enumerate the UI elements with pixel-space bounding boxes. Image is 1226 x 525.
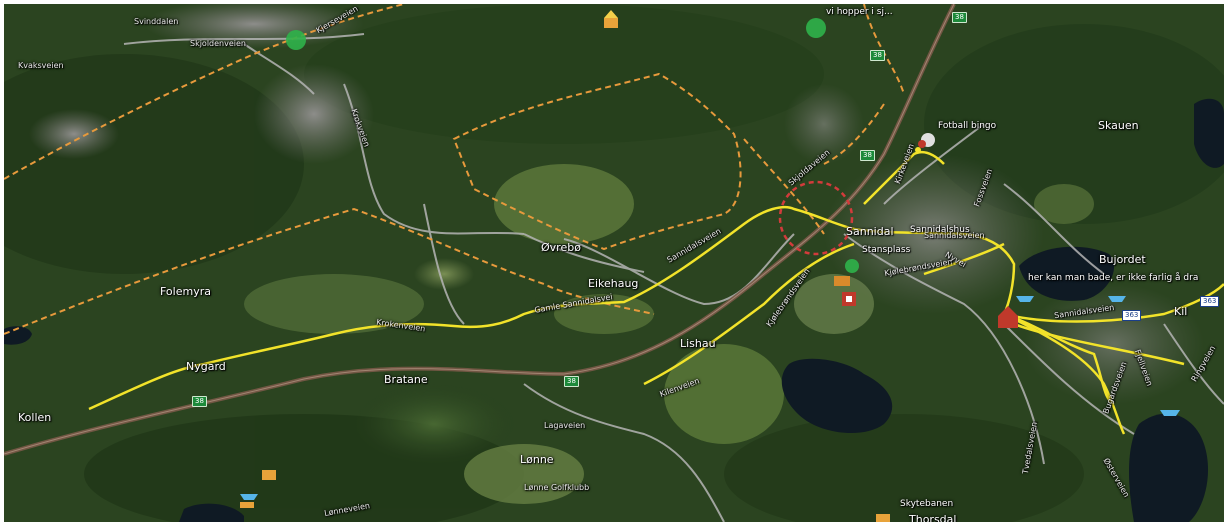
label-fotball-bingo: Fotball bingo — [938, 121, 997, 131]
road-sannidalsveien-east: Sannidalsveien — [924, 231, 985, 240]
label-eikehaug: Eikehaug — [588, 277, 639, 290]
water-ne — [1194, 98, 1224, 168]
label-sannidal-hus: Sannidalshus — [910, 225, 970, 235]
roads — [123, 33, 1224, 522]
road-kvaksveien: Kvaksveien — [18, 61, 64, 70]
forest-texture — [4, 4, 1224, 522]
label-her-kan-man-bade: her kan man bade, er ikke farlig å dra — [1028, 273, 1199, 283]
fields — [244, 164, 1094, 504]
route-shield-38: 38 — [564, 376, 579, 387]
route-shield-363: 363 — [1200, 296, 1220, 307]
house-icon-2[interactable] — [998, 306, 1018, 328]
route-shield-38: 38 — [860, 150, 875, 161]
route-shield-38: 38 — [870, 50, 885, 61]
boat-icon-3[interactable] — [1160, 410, 1180, 416]
yellow-paths — [88, 150, 1224, 435]
tent-icon[interactable] — [604, 10, 618, 28]
football-icon[interactable] — [918, 133, 935, 148]
boat-icon-2[interactable] — [1108, 296, 1126, 302]
label-nygard: Nygard — [186, 360, 226, 373]
label-bujordet: Bujordet — [1099, 253, 1146, 266]
red-dashed-circle[interactable] — [778, 180, 854, 256]
label-stansplass: Stansplass — [862, 245, 911, 255]
road-lagaveien: Lagaveien — [544, 421, 586, 430]
lake-bujordet — [1019, 246, 1115, 301]
dot-marker[interactable] — [915, 147, 921, 153]
tent-icon-3[interactable] — [876, 514, 890, 522]
water-west — [4, 326, 32, 345]
label-kollen: Kollen — [18, 411, 52, 424]
route-shield-38: 38 — [192, 396, 207, 407]
label-ovrebo: Øvrebø — [541, 241, 581, 254]
label-thorsdal: Thorsdal — [909, 513, 957, 522]
boat-icon[interactable] — [1016, 296, 1034, 302]
green-dot-marker-2[interactable] — [806, 18, 826, 38]
label-skauen: Skauen — [1098, 119, 1139, 132]
road-svinddalen: Svinddalen — [134, 17, 179, 26]
railway-line-highlight — [4, 4, 955, 455]
label-lonne-golfklubb: Lønne Golfklubb — [524, 483, 590, 492]
label-kil: Kil — [1174, 305, 1188, 318]
label-bratane: Bratane — [384, 373, 428, 386]
label-sannidal: Sannidal — [846, 225, 894, 238]
satellite-map[interactable]: Folemyra Nygard Kollen Bratane Øvrebø Ei… — [4, 4, 1224, 522]
green-dot-marker-3[interactable] — [845, 259, 859, 273]
bench-icon[interactable] — [834, 276, 850, 286]
lake-south — [781, 358, 893, 434]
label-lishau: Lishau — [680, 337, 716, 350]
fjord-east — [1129, 413, 1209, 522]
house-icon[interactable] — [842, 292, 856, 306]
road-skjoldenveien: Skjoldenveien — [190, 39, 246, 48]
water-bodies — [4, 98, 1224, 522]
green-dot-marker[interactable] — [286, 30, 306, 50]
water-sw — [179, 503, 244, 522]
route-shield-38: 38 — [952, 12, 967, 23]
label-skytebanen: Skytebanen — [900, 499, 954, 509]
map-canvas[interactable] — [4, 4, 1224, 522]
boat-icon-4[interactable] — [240, 494, 258, 508]
route-shield-363: 363 — [1122, 310, 1142, 321]
label-vi-hopper: vi hopper i sj... — [826, 7, 893, 17]
tent-icon-2[interactable] — [262, 470, 276, 480]
label-lonne: Lønne — [520, 453, 554, 466]
label-folemyra: Folemyra — [160, 285, 211, 298]
